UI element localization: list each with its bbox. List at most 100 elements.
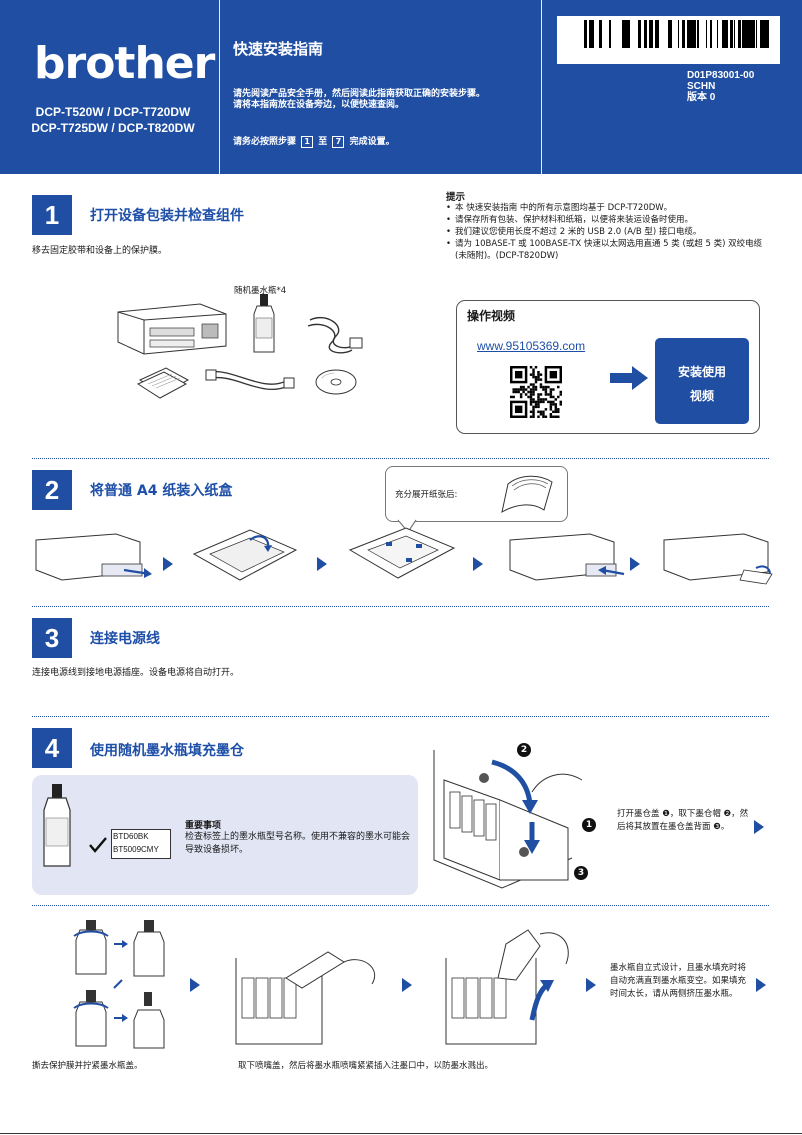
barcode-bar — [722, 20, 723, 48]
qr-module — [519, 393, 523, 396]
support-flap-illustration — [663, 533, 773, 585]
qr-module — [552, 415, 555, 418]
qr-module — [539, 413, 543, 416]
tip-item: 请保存所有包装、保护材料和纸箱，以便将来装运设备时使用。 — [446, 214, 776, 226]
qr-module — [539, 410, 543, 414]
qr-module — [522, 388, 525, 391]
next-step-arrow — [402, 978, 412, 992]
qr-module — [512, 388, 515, 391]
install-video-button[interactable]: 安装使用 视频 — [655, 338, 749, 424]
qr-module — [529, 373, 533, 376]
qr-module — [529, 415, 533, 418]
model-list: DCP-T520W / DCP-T720DW DCP-T725DW / DCP-… — [20, 104, 206, 136]
qr-module — [510, 395, 513, 399]
qr-module — [544, 388, 548, 391]
qr-module — [539, 383, 543, 386]
section-divider — [32, 905, 769, 906]
qr-module — [534, 400, 538, 404]
barcode-bar — [760, 20, 762, 48]
qr-module — [559, 400, 562, 404]
qr-module — [547, 385, 550, 389]
qr-module — [539, 378, 543, 381]
barcode-bar — [589, 20, 591, 48]
qr-module — [544, 398, 548, 401]
qr-module — [549, 403, 553, 406]
video-button-line: 安装使用 — [677, 365, 726, 379]
video-link[interactable]: www.95105369.com — [477, 339, 586, 353]
step-4-number: 4 — [32, 728, 72, 768]
barcode-bar — [625, 20, 628, 48]
barcode-image — [584, 20, 769, 48]
next-step-arrow — [586, 978, 596, 992]
qr-module — [522, 385, 525, 389]
barcode-bar — [678, 20, 679, 48]
barcode-bar — [638, 20, 639, 48]
barcode-bar — [750, 20, 753, 48]
qr-code-image[interactable] — [510, 366, 562, 418]
guide-instruction-1: 请先阅读产品安全手册，然后阅读此指南获取正确的安装步骤。 — [233, 89, 486, 99]
barcode-bar — [644, 20, 647, 48]
qr-module — [537, 398, 540, 401]
qr-finder — [549, 370, 558, 379]
doc-version: 版本 0 — [687, 92, 716, 103]
barcode-bar — [734, 20, 735, 48]
qr-module — [514, 390, 518, 394]
qr-module — [529, 383, 533, 386]
barcode-bar — [599, 20, 602, 48]
qr-module — [519, 388, 523, 391]
barcode-bar — [742, 20, 744, 48]
tray-open-illustration — [192, 529, 298, 581]
next-step-arrow — [754, 820, 764, 834]
barcode-bar — [725, 20, 728, 48]
video-panel-title: 操作视频 — [467, 309, 516, 323]
qr-module — [539, 385, 543, 389]
tips-title: 提示 — [446, 192, 466, 203]
bottle-model-color: BT5009CMY — [113, 845, 159, 854]
qr-module — [552, 395, 555, 399]
tips-list: 本 快速安装指南 中的所有示意图均基于 DCP-T720DW。 请保存所有包装、… — [446, 202, 776, 262]
tip-item: 我们建议您使用长度不超过 2 米的 USB 2.0 (A/B 型) 接口电缆。 — [446, 226, 776, 238]
qr-module — [537, 393, 540, 396]
qr-module — [527, 385, 530, 389]
barcode-bar — [764, 20, 767, 48]
qr-module — [532, 373, 535, 376]
qr-module — [532, 388, 535, 391]
barcode-bar — [591, 20, 593, 48]
barcode-bar — [717, 20, 718, 48]
qr-module — [557, 385, 560, 389]
qr-module — [544, 393, 548, 396]
qr-module — [534, 388, 538, 391]
qr-module — [529, 366, 533, 369]
step-from-box: 1 — [301, 135, 314, 148]
qr-module — [532, 415, 535, 418]
document-code: D01P83001-00 SCHN 版本 0 — [687, 70, 754, 103]
step-2-title: 将普通 A4 纸装入纸盒 — [90, 483, 233, 499]
next-step-arrow — [630, 557, 640, 571]
qr-module — [517, 390, 520, 394]
next-step-arrow — [473, 557, 483, 571]
barcode-bar — [655, 20, 658, 48]
qr-module — [552, 410, 555, 414]
barcode-bar — [738, 20, 741, 48]
qr-module — [532, 410, 535, 414]
qr-module — [547, 393, 550, 396]
qr-module — [529, 403, 533, 406]
qr-module — [534, 375, 538, 379]
qr-module — [537, 378, 540, 381]
qr-module — [537, 405, 540, 409]
next-step-arrow — [317, 557, 327, 571]
qr-module — [529, 388, 533, 391]
barcode-bar — [593, 20, 594, 48]
qr-module — [529, 390, 533, 394]
qr-module — [554, 415, 558, 418]
bottle-insert-caption: 取下喷嘴盖，然后将墨水瓶喷嘴紧紧插入注墨口中，以防墨水溅出。 — [238, 1061, 494, 1071]
tray-insert-illustration — [509, 533, 625, 581]
qr-finder — [514, 370, 523, 379]
qr-module — [534, 366, 538, 369]
step-4-title: 使用随机墨水瓶填充墨仓 — [90, 743, 244, 759]
qr-module — [529, 393, 533, 396]
important-notice-panel — [32, 775, 418, 895]
qr-module — [552, 403, 555, 406]
qr-module — [529, 410, 533, 414]
printer-illustration — [117, 303, 227, 355]
